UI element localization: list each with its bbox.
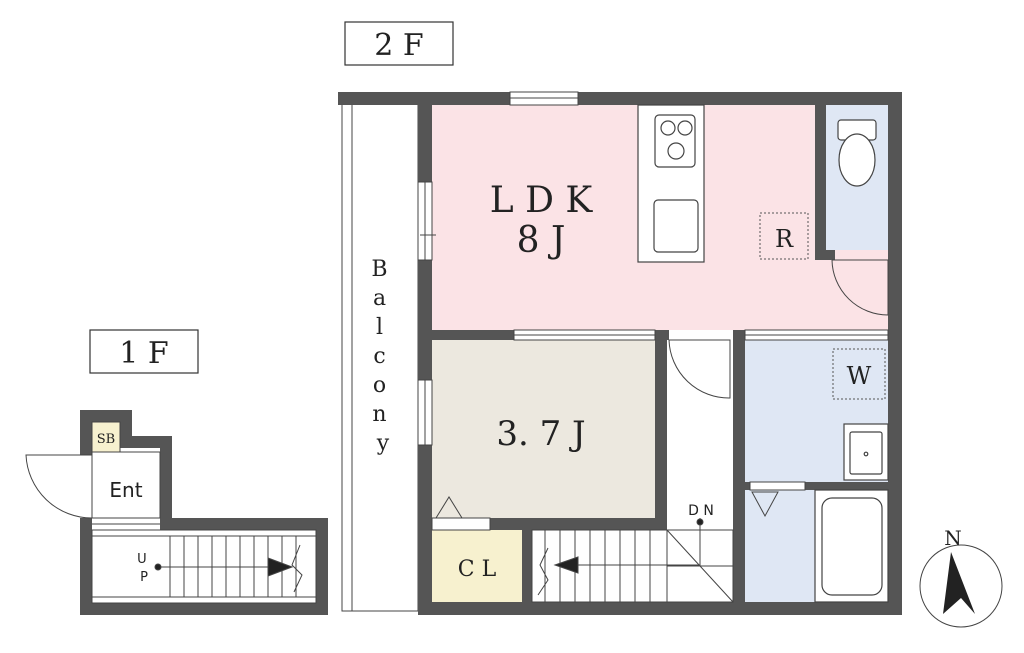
room-size: 3. 7 J	[496, 414, 585, 454]
north-label: N	[944, 526, 962, 550]
floor-label-1f: 1 F	[89, 329, 199, 374]
refrigerator-label: R	[775, 225, 794, 253]
bathtub-icon	[814, 489, 889, 603]
entrance-door-swing	[25, 454, 93, 519]
room-37j-area	[432, 340, 658, 518]
walls-2f	[338, 92, 902, 615]
wash-basin-icon	[843, 423, 889, 481]
balcony-label: B a l c o n y	[371, 257, 394, 456]
stairs-up-label: U P	[137, 552, 151, 585]
stairs-down-label: D N	[688, 503, 714, 519]
entrance-area	[91, 451, 161, 519]
floor-label-1f-text: 1 F	[119, 336, 168, 371]
sliding-doors	[431, 329, 889, 531]
floor-label-2f: 2 F	[344, 21, 454, 66]
hall-door-swing	[668, 339, 731, 399]
refrigerator-space: R	[759, 212, 809, 260]
washer-space: W	[832, 348, 886, 400]
toilet-icon	[837, 119, 877, 187]
north-compass: N	[919, 526, 1003, 628]
bath-door-mark	[751, 491, 779, 518]
toilet-door-swing	[831, 259, 889, 316]
stairs-2f	[531, 518, 734, 603]
north-arrow-icon	[943, 552, 975, 614]
closet-label: C L	[458, 557, 497, 582]
shoe-box	[91, 421, 121, 453]
entrance-label: Ent	[109, 478, 142, 502]
balcony: B a l c o n y	[341, 102, 419, 612]
closet-area	[432, 530, 522, 602]
windows	[417, 91, 579, 446]
washer-label: W	[847, 362, 872, 390]
shoe-box-label: SB	[97, 432, 115, 447]
ldk-label: L D K	[490, 180, 594, 221]
kitchen-counter	[637, 104, 705, 263]
walls-1f	[80, 410, 328, 615]
room-door-mark	[435, 496, 463, 519]
ldk-size: 8 J	[517, 220, 566, 261]
stairs-1f	[91, 529, 317, 604]
floor-label-2f-text: 2 F	[374, 28, 423, 63]
